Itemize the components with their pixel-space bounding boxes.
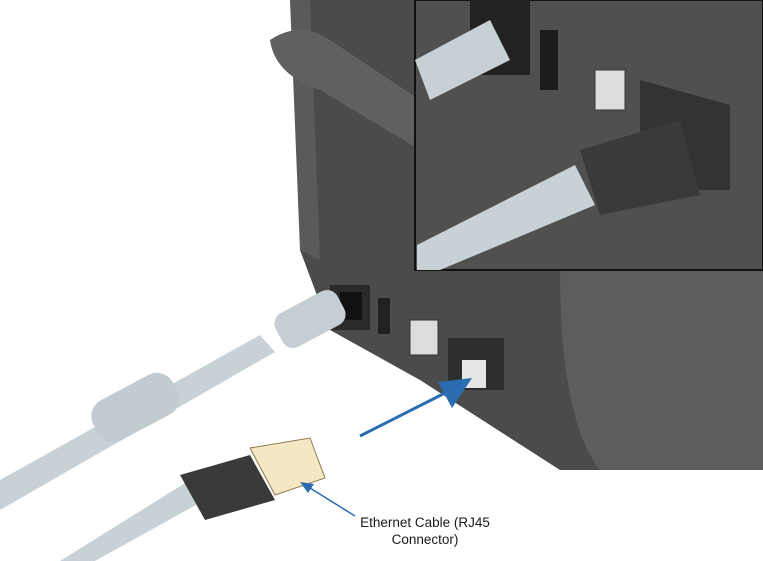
arrow-to-port	[359, 378, 472, 438]
ethernet-cable-callout: Ethernet Cable (RJ45 Connector)	[330, 514, 520, 548]
rear-ports	[330, 285, 504, 390]
callout-leader-line	[300, 482, 356, 517]
power-cable	[0, 290, 346, 510]
ethernet-cable	[60, 437, 326, 561]
rj45-connector	[249, 437, 326, 496]
callout-line-2: Connector)	[391, 532, 459, 547]
callout-line-1: Ethernet Cable (RJ45	[360, 515, 490, 530]
inset-detail	[414, 0, 763, 271]
